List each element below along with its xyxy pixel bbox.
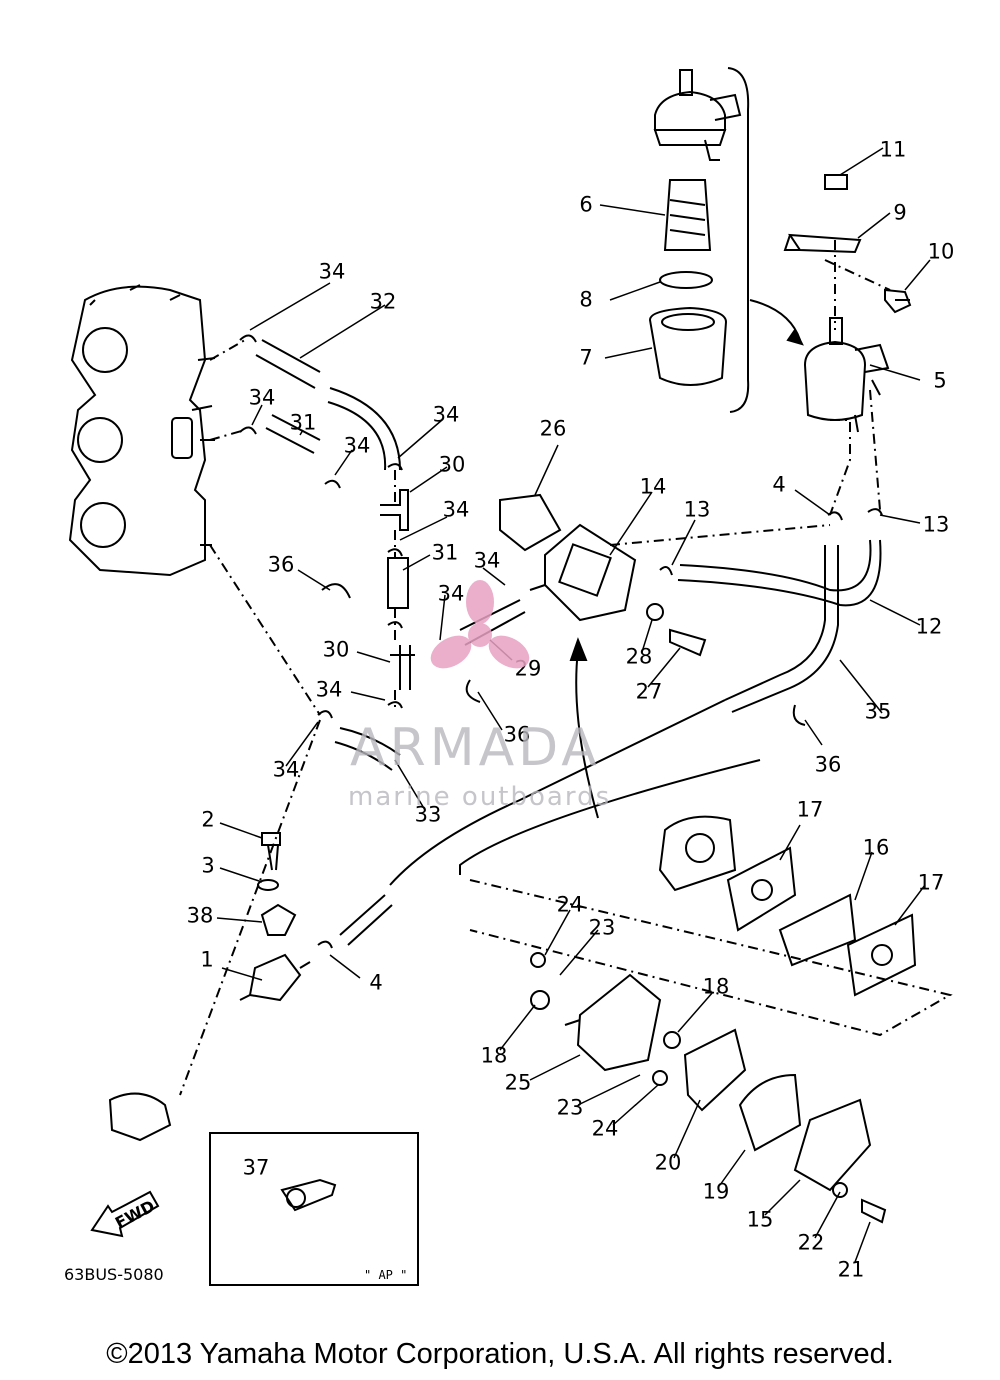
callout-16: 16 [862,835,890,860]
callout-25: 25 [504,1070,532,1095]
watermark-subtitle: marine outboards [348,782,612,812]
callout-33: 33 [414,802,442,827]
fwd-arrow [90,1190,160,1238]
callout-34: 34 [272,757,300,782]
callout-24: 24 [556,892,584,917]
callout-27: 27 [635,679,663,704]
inset-label: " AP " [364,1268,408,1282]
drawing-code: 63BUS-5080 [64,1265,164,1284]
callout-11: 11 [879,137,907,162]
callout-28: 28 [625,644,653,669]
callout-37: 37 [242,1155,270,1180]
callout-34: 34 [432,402,460,427]
hose-12 [677,539,882,607]
propeller-logo-icon [430,580,530,669]
fuel-pump-14 [499,493,637,622]
hose-31-lower [387,557,409,609]
carburetor-assembly [68,284,216,577]
hose-33 [334,727,401,771]
callout-36: 36 [503,722,531,747]
callout-34: 34 [248,385,276,410]
bolt-27 [646,603,707,657]
callout-31: 31 [289,410,317,435]
callout-17: 17 [917,870,945,895]
callout-26: 26 [539,416,567,441]
callout-17: 17 [796,797,824,822]
leader-lines [179,240,953,1096]
hose-main [339,699,726,946]
fuel-filter-exploded [648,67,804,413]
watermark-title: ARMADA [350,718,601,778]
callout-1: 1 [200,947,214,972]
callout-13: 13 [683,497,711,522]
callout-13: 13 [922,512,950,537]
arrow-to-pump [569,637,599,819]
inset-box-ap [209,1132,419,1286]
callout-34: 34 [343,433,371,458]
callout-10: 10 [927,239,955,264]
pump-exploded [459,759,917,1224]
callout-3: 3 [201,853,215,878]
hose-35 [724,545,839,713]
callout-leaders [216,147,931,1263]
callout-38: 38 [186,903,214,928]
callout-19: 19 [702,1179,730,1204]
callout-15: 15 [746,1207,774,1232]
clips [239,334,883,949]
callout-14: 14 [639,474,667,499]
callout-5: 5 [933,368,947,393]
fuel-filter-assembled [803,317,890,433]
hose-32 [255,339,401,471]
callout-8: 8 [579,287,593,312]
callout-2: 2 [201,807,215,832]
callout-4: 4 [369,970,383,995]
callout-34: 34 [473,548,501,573]
copyright-notice: ©2013 Yamaha Motor Corporation, U.S.A. A… [106,1338,894,1370]
callout-36: 36 [814,752,842,777]
callout-18: 18 [480,1043,508,1068]
fuel-connector-1 [239,832,311,1002]
callout-35: 35 [864,699,892,724]
tee-fitting-30 [380,489,415,690]
callout-36: 36 [267,552,295,577]
callout-34: 34 [437,581,465,606]
callout-21: 21 [837,1257,865,1282]
callout-34: 34 [442,497,470,522]
callout-23: 23 [588,915,616,940]
callout-4: 4 [772,472,786,497]
callout-32: 32 [369,289,397,314]
callout-31: 31 [431,540,459,565]
callout-6: 6 [579,192,593,217]
hose-31-upper [265,414,321,454]
callout-30: 30 [322,637,350,662]
callout-12: 12 [915,614,943,639]
callout-34: 34 [315,677,343,702]
connector-end [108,1092,172,1142]
callout-23: 23 [556,1095,584,1120]
callout-20: 20 [654,1150,682,1175]
bracket-9 [783,174,912,314]
callout-22: 22 [797,1230,825,1255]
callout-9: 9 [893,200,907,225]
callout-24: 24 [591,1116,619,1141]
callout-18: 18 [702,974,730,999]
callout-34: 34 [318,259,346,284]
callout-30: 30 [438,452,466,477]
callout-7: 7 [579,345,593,370]
